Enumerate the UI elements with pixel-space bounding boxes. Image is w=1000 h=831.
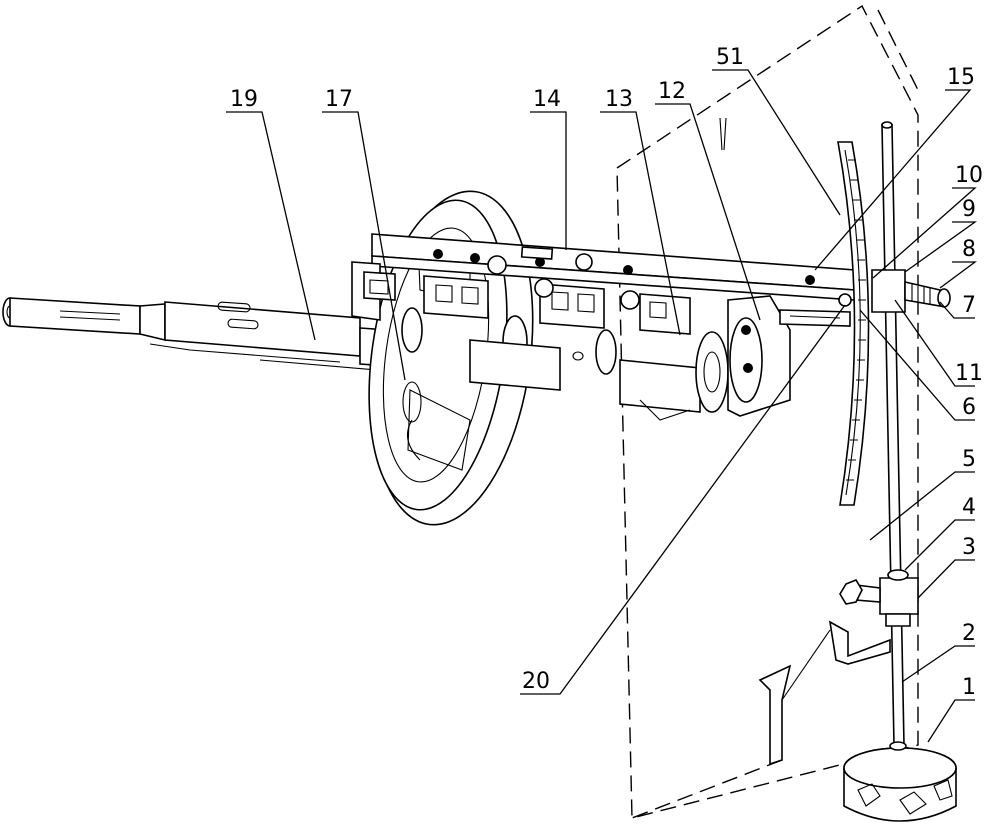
callout-14: 14	[533, 87, 561, 112]
callout-12: 12	[658, 79, 686, 104]
callout-13: 13	[605, 87, 633, 112]
callout-51: 51	[716, 45, 744, 70]
callout-20: 20	[522, 669, 550, 694]
callout-15: 15	[947, 65, 975, 90]
callout-17: 17	[325, 87, 353, 112]
mounting-plate-outline	[616, 4, 919, 819]
callout-19: 19	[230, 87, 258, 112]
leader-lines	[226, 69, 978, 743]
curved-scale	[837, 141, 870, 506]
callout-2: 2	[962, 621, 976, 646]
callout-6: 6	[962, 395, 976, 420]
callout-1: 1	[962, 675, 976, 700]
callout-10: 10	[955, 163, 983, 188]
callout-9: 9	[962, 197, 976, 222]
adjust-block	[871, 269, 951, 313]
callout-labels: 19 17 14 13 12 51 15 10 9 8 7 11 6 5 4 3…	[230, 45, 983, 700]
callout-5: 5	[962, 447, 976, 472]
callout-11: 11	[955, 361, 983, 386]
callout-7: 7	[962, 293, 976, 318]
clamp-modules	[363, 255, 852, 421]
callout-4: 4	[962, 495, 976, 520]
callout-8: 8	[962, 237, 976, 262]
callout-3: 3	[962, 535, 976, 560]
lower-clamp	[631, 569, 919, 819]
handwheel-knob	[843, 741, 957, 822]
